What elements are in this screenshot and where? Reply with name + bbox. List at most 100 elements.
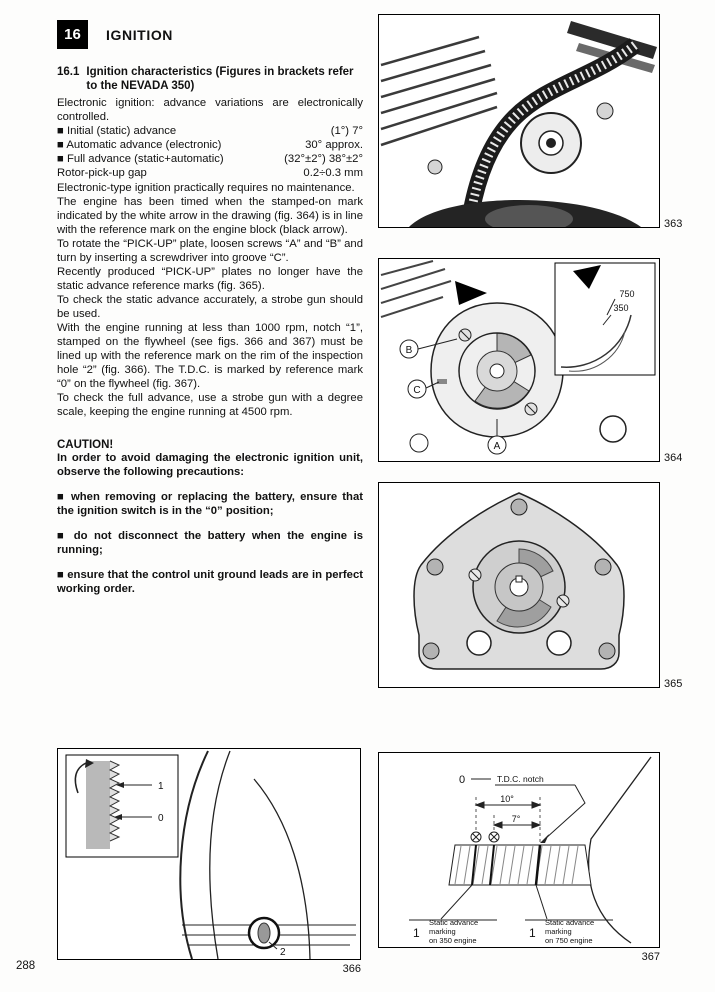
left-caption: 1 Static advance marking on 350 engine <box>409 918 497 945</box>
figure-number: 367 <box>641 951 660 963</box>
spec-value: (1°) 7° <box>330 124 363 137</box>
caption-line: marking <box>545 927 572 936</box>
figure-number: 366 <box>342 963 361 975</box>
flywheel-strip <box>448 844 592 886</box>
cylinder-fins <box>380 35 498 147</box>
caption-line: marking <box>429 927 456 936</box>
mount-hole <box>409 433 429 453</box>
label-c: C <box>413 385 420 396</box>
figure-366-drawing: 2 1 0 <box>65 750 356 959</box>
paragraph: The engine has been timed when the stamp… <box>57 195 363 236</box>
black-arrow-mark <box>573 265 601 289</box>
spec-initial-advance: ■ Initial (static) advance (1°) 7° <box>57 124 363 138</box>
pulley <box>520 112 582 174</box>
rotor <box>472 540 566 634</box>
corner-bolts <box>422 498 616 660</box>
caption-line: on 750 engine <box>545 936 593 945</box>
tdc-notch <box>534 844 542 886</box>
dim-7deg: 7° <box>512 814 521 824</box>
inset-advance-marks: 750 350 <box>554 262 656 376</box>
right-caption: 1 Static advance marking on 750 engine <box>525 918 613 945</box>
bolt <box>596 102 614 120</box>
dimension-lines <box>474 801 542 829</box>
paragraph: To check the static advance accurately, … <box>57 293 363 320</box>
crankcase-highlight <box>485 205 573 227</box>
screws <box>458 328 538 416</box>
figure-367-frame: 0 T.D.C. notch <box>378 752 660 948</box>
caution-item: ■ when removing or replacing the battery… <box>57 490 363 517</box>
section-title: Ignition characteristics (Figures in bra… <box>86 66 354 93</box>
caption-line: Static advance <box>429 918 478 927</box>
label-750: 750 <box>619 289 634 299</box>
caution-item: ■ ensure that the control unit ground le… <box>57 568 363 595</box>
label-1-right: 1 <box>529 926 536 940</box>
plate-hole <box>546 630 572 656</box>
figure-365-frame <box>378 482 660 688</box>
plate-hole <box>466 630 492 656</box>
paragraph: To check the full advance, use a strobe … <box>57 391 363 418</box>
figure-365-drawing <box>413 492 625 670</box>
paragraph: Recently produced “PICK-UP” plates no lo… <box>57 265 363 292</box>
mount-hole <box>599 415 627 443</box>
spec-label: Rotor-pick-up gap <box>57 167 147 180</box>
paragraph: To rotate the “PICK-UP” plate, loosen sc… <box>57 237 363 264</box>
marking-350 <box>471 844 477 886</box>
callouts: B C A <box>399 338 507 455</box>
leader-left <box>440 884 473 920</box>
spec-label: ■ Automatic advance (electronic) <box>57 138 222 151</box>
rotor <box>458 332 536 410</box>
timing-belt-teeth <box>464 41 638 226</box>
label-2: 2 <box>280 947 286 958</box>
text-column: 16 IGNITION 16.1 Ignition characteristic… <box>57 20 363 596</box>
screws <box>468 568 570 608</box>
paragraph: Electronic-type ignition practically req… <box>57 181 355 194</box>
caution-title: CAUTION! <box>57 438 114 451</box>
figure-363: 363 <box>378 14 682 230</box>
label-a: A <box>494 441 501 452</box>
chapter-header: 16 IGNITION <box>57 20 363 49</box>
rotation-arrow <box>85 759 94 768</box>
flywheel-inset: 1 0 <box>65 754 179 858</box>
chapter-number-badge: 16 <box>57 20 88 49</box>
caption-line: Static advance <box>545 918 594 927</box>
figure-number: 365 <box>664 678 683 690</box>
figure-363-drawing <box>380 21 657 227</box>
spec-value: 0.2÷0.3 mm <box>303 167 363 180</box>
figure-364-frame: B C A 750 <box>378 258 660 462</box>
flywheel-edge <box>588 756 652 944</box>
label-0: 0 <box>459 774 465 786</box>
leader-right <box>535 884 548 920</box>
groove-c <box>437 379 447 384</box>
spec-label: ■ Initial (static) advance <box>57 124 177 137</box>
spec-full-advance: ■ Full advance (static+automatic) (32°±2… <box>57 152 363 166</box>
label-1: 1 <box>158 781 164 792</box>
paragraph-intro: Electronic ignition: advance variations … <box>57 96 363 123</box>
label-1-left: 1 <box>413 926 420 940</box>
section-heading: 16.1 Ignition characteristics (Figures i… <box>57 65 363 94</box>
spec-value: (32°±2°) 38°±2° <box>284 153 363 166</box>
figure-364-drawing: B C A 750 <box>380 260 656 455</box>
page-number: 288 <box>16 960 36 972</box>
spec-label: ■ Full advance (static+automatic) <box>57 153 224 166</box>
label-350: 350 <box>613 303 628 313</box>
figure-363-frame <box>378 14 660 228</box>
label-0: 0 <box>158 813 164 824</box>
caution-intro: In order to avoid damaging the electroni… <box>57 451 363 478</box>
figure-367-drawing: 0 T.D.C. notch <box>409 756 652 945</box>
flywheel-teeth <box>108 760 121 842</box>
figure-number: 364 <box>664 452 683 464</box>
figure-number: 363 <box>664 218 683 230</box>
figure-366-frame: 2 1 0 <box>57 748 361 960</box>
spec-rotor-gap: Rotor-pick-up gap 0.2÷0.3 mm <box>57 166 363 180</box>
tdc-notch-label: T.D.C. notch <box>497 774 544 784</box>
figure-364: B C A 750 <box>378 258 682 464</box>
cylinder-fins <box>380 260 452 318</box>
figure-365: 365 <box>378 482 682 690</box>
chapter-title: IGNITION <box>106 26 174 43</box>
bolt <box>427 159 443 175</box>
caution-item: ■ do not disconnect the battery when the… <box>57 529 363 556</box>
inspection-hole: 2 <box>247 916 286 958</box>
paragraph: With the engine running at less than 100… <box>57 321 363 390</box>
tdc-arrowhead <box>540 834 549 843</box>
